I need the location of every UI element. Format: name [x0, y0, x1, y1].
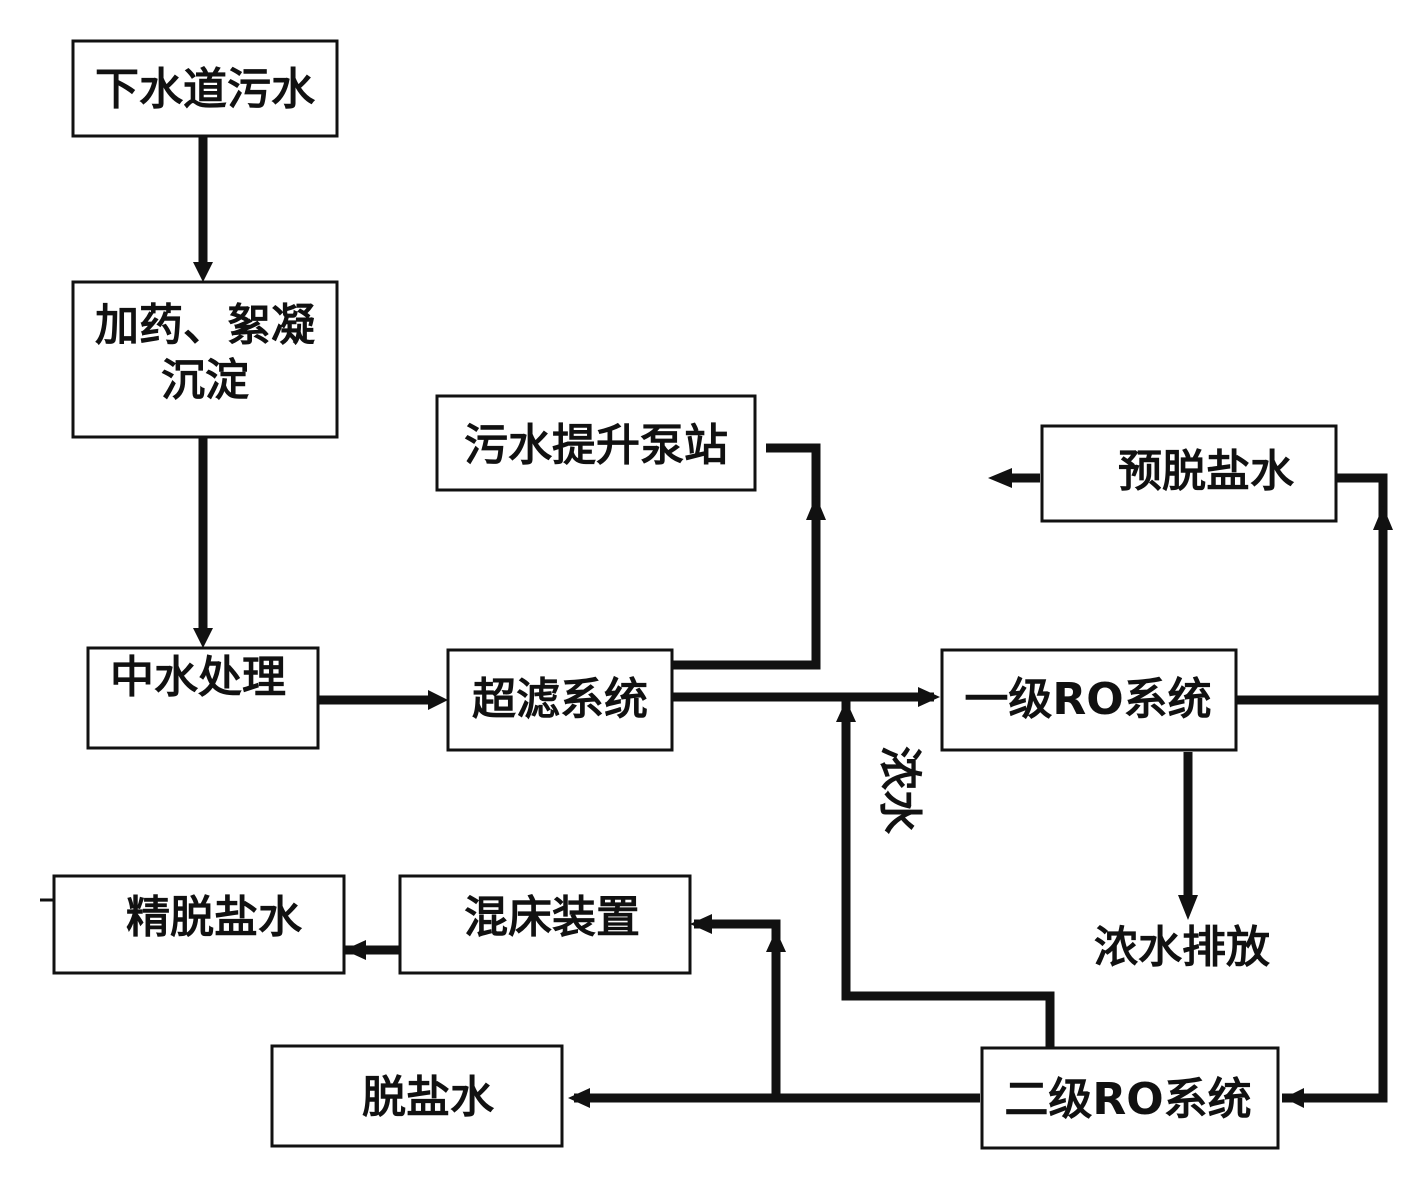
node-reclaimed-label: 中水处理 [110, 652, 286, 703]
arrow-down-icon [1178, 895, 1198, 920]
concentrate-discharge-label: 浓水排放 [1094, 922, 1270, 973]
arrow-left-icon [344, 940, 366, 960]
node-ro1-label: 一级RO系统 [964, 674, 1211, 725]
connector-ro2-concentrate-return [841, 697, 1055, 1048]
connector-uf-to-lift-pump [672, 443, 821, 670]
node-ro2-label: 二级RO系统 [1004, 1074, 1251, 1125]
node-sewage: 下水道污水 [71, 39, 339, 138]
node-pre-desalted: 预脱盐水 [1040, 424, 1338, 523]
arrow-left-icon [1284, 1088, 1304, 1108]
arrow-up-icon [806, 496, 826, 520]
connector-desalted-to-mixed-bed [694, 919, 781, 1098]
node-ultrafiltration-label: 超滤系统 [472, 674, 648, 725]
arrow-left-icon [690, 914, 712, 934]
node-lift-pump: 污水提升泵站 [435, 394, 757, 492]
node-fine-desalted-label: 精脱盐水 [126, 892, 303, 943]
arrow-down-icon [193, 262, 213, 282]
arrow-up-icon [766, 930, 786, 952]
node-reclaimed-water: 中水处理 [86, 646, 320, 750]
arrow-up-icon [836, 700, 856, 722]
node-desalted-label: 脱盐水 [362, 1072, 495, 1123]
node-mixed-bed-label: 混床装置 [464, 892, 640, 943]
node-mixed-bed: 混床装置 [398, 874, 692, 975]
node-pre-desalted-label: 预脱盐水 [1118, 446, 1295, 497]
arrow-up-icon [1373, 506, 1393, 530]
node-dosing-label-line2: 沉淀 [161, 355, 249, 406]
arrow-left-icon [568, 1088, 590, 1108]
arrow-right-icon [918, 687, 940, 707]
node-fine-desalted: 精脱盐水 [52, 874, 346, 975]
connector-right-bus [1282, 473, 1388, 1103]
node-desalted: 脱盐水 [270, 1044, 564, 1148]
node-lift-pump-label: 污水提升泵站 [464, 420, 728, 471]
arrow-right-icon [428, 690, 448, 710]
concentrate-label: 浓水 [874, 746, 925, 835]
node-sewage-label: 下水道污水 [95, 64, 316, 115]
connectors [40, 136, 1393, 1108]
node-ro2: 二级RO系统 [980, 1046, 1280, 1150]
node-dosing-label-line1: 加药、絮凝 [95, 300, 315, 351]
arrow-left-icon [988, 468, 1012, 488]
node-dosing-flocculation: 加药、絮凝 沉淀 [71, 280, 339, 439]
node-ro1: 一级RO系统 [940, 648, 1238, 752]
arrow-down-icon [193, 628, 213, 648]
node-ultrafiltration: 超滤系统 [446, 648, 674, 752]
